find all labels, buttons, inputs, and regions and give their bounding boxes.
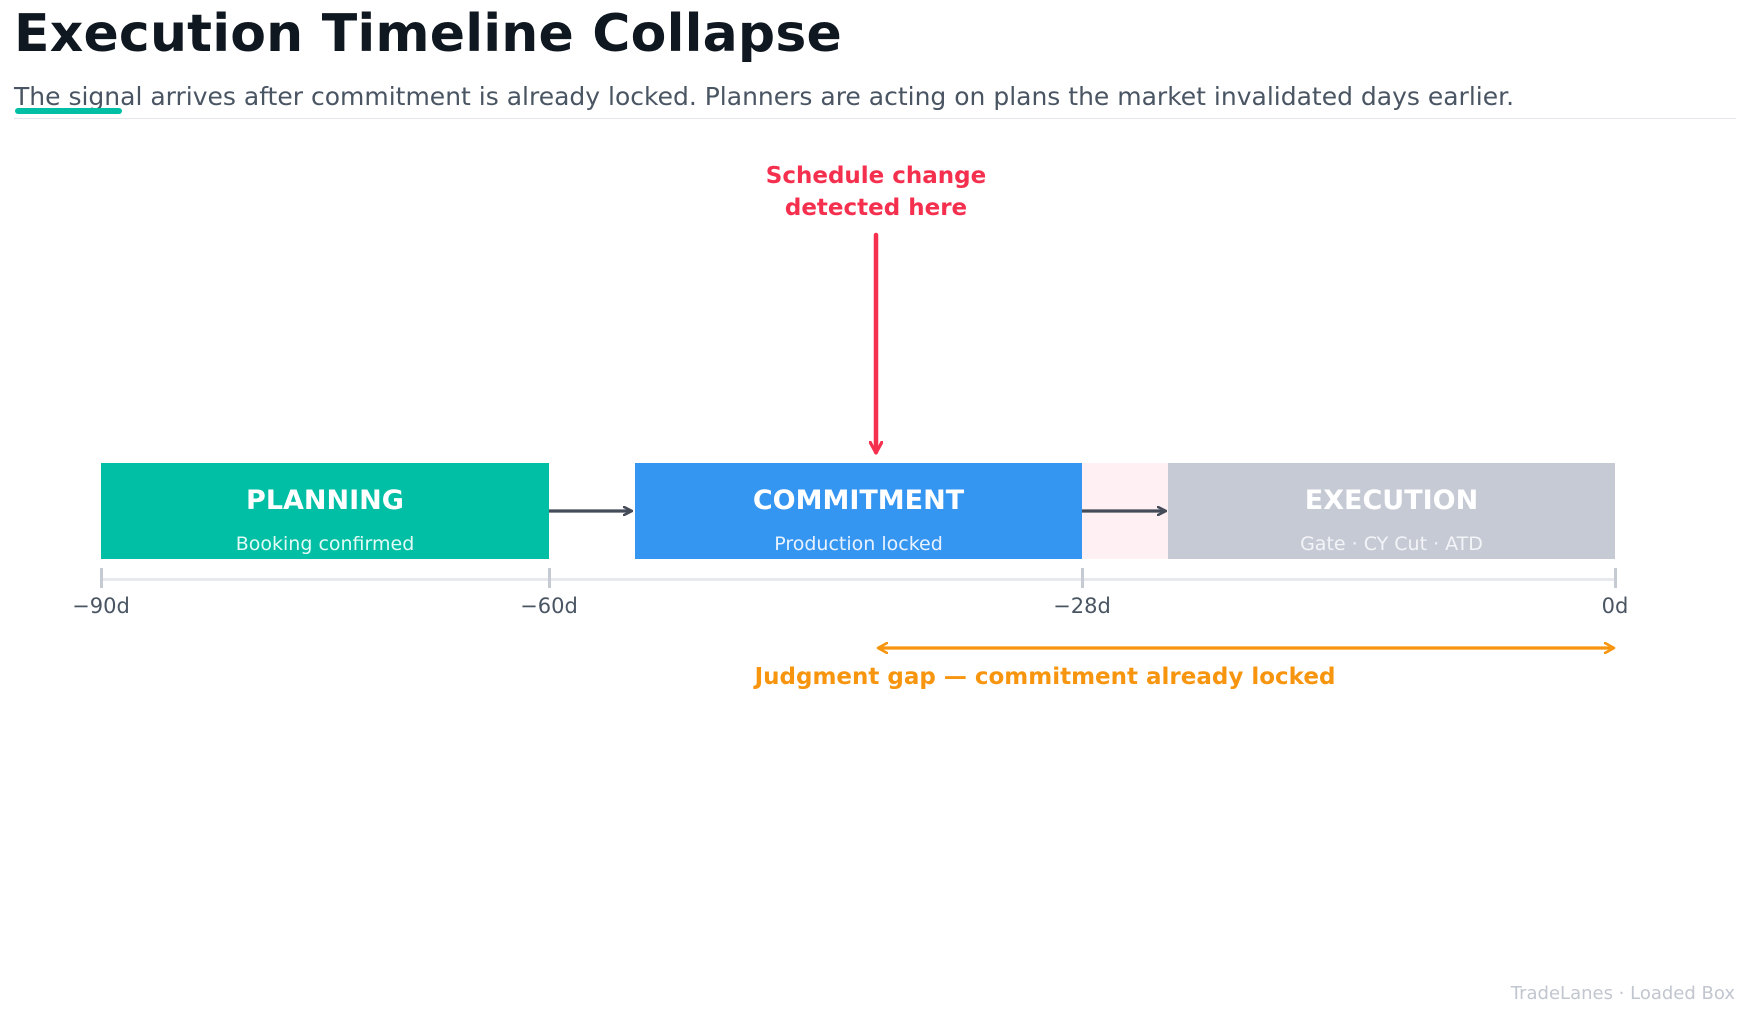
phase-planning: PLANNING Booking confirmed — [101, 463, 549, 559]
phase-commitment-name: COMMITMENT — [752, 485, 965, 516]
phase-commitment-subtitle: Production locked — [774, 533, 943, 555]
phase-commitment: COMMITMENT Production locked — [635, 463, 1082, 559]
page-title: Execution Timeline Collapse — [14, 4, 842, 64]
signal-marker-label: Schedule change detected here — [726, 160, 1026, 224]
signal-marker-label-line1: Schedule change — [765, 163, 987, 189]
phase-execution-subtitle: Gate · CY Cut · ATD — [1300, 533, 1483, 555]
axis-tick — [1081, 568, 1084, 588]
axis-tick — [548, 568, 551, 588]
title-accent-bar — [15, 108, 122, 114]
axis-tick-label: −28d — [1053, 594, 1111, 618]
signal-marker-label-line2: detected here — [784, 195, 968, 221]
axis-tick-label: 0d — [1601, 594, 1629, 618]
judgment-gap-label: Judgment gap — commitment already locked — [754, 664, 1336, 690]
axis-tick-label: −90d — [72, 594, 130, 618]
phase-planning-subtitle: Booking confirmed — [235, 533, 415, 555]
phase-execution-name: EXECUTION — [1304, 485, 1479, 516]
axis-tick-label: −60d — [520, 594, 578, 618]
page-subtitle: The signal arrives after commitment is a… — [14, 82, 1515, 111]
phase-execution: EXECUTION Gate · CY Cut · ATD — [1168, 463, 1615, 559]
phase-planning-name: PLANNING — [246, 485, 404, 516]
timeline-axis — [101, 578, 1615, 581]
footer-credit: TradeLanes · Loaded Box — [1510, 983, 1735, 1004]
header-divider — [14, 118, 1736, 119]
axis-tick — [1614, 568, 1617, 588]
axis-tick — [100, 568, 103, 588]
